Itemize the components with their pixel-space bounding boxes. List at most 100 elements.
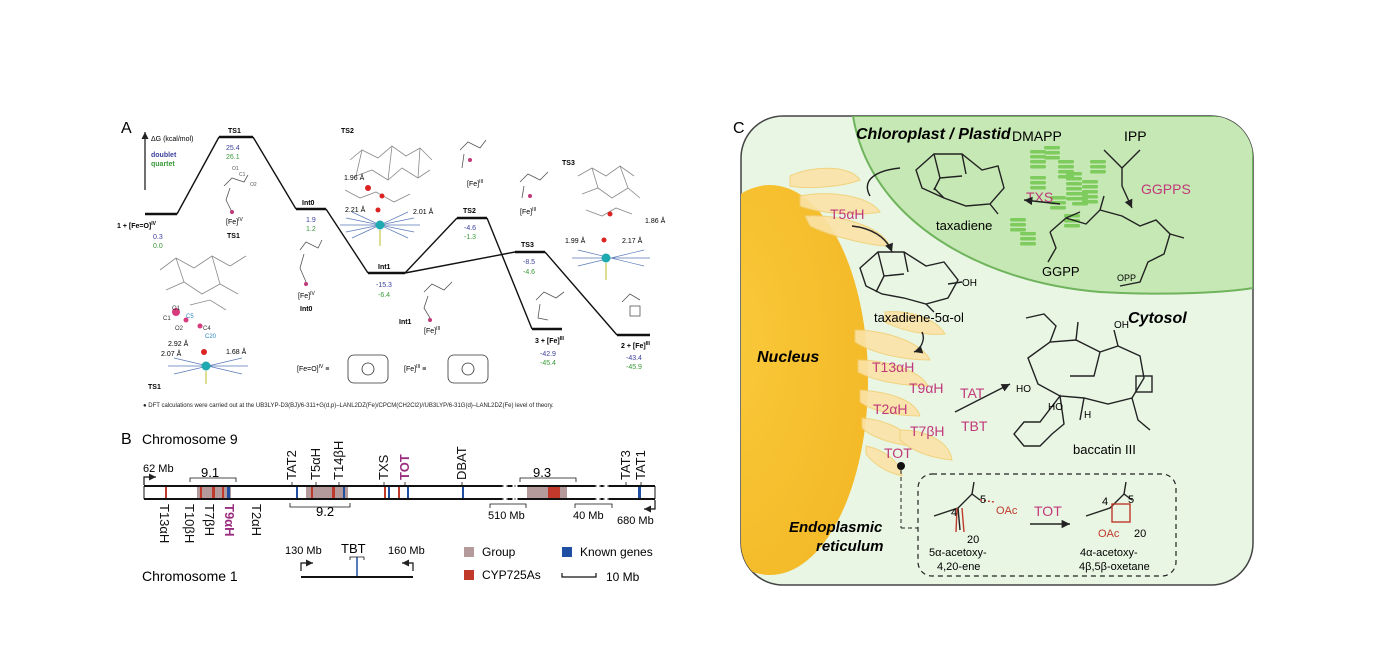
sub-oac: OAc bbox=[996, 505, 1018, 517]
fe-iv-label: [Fe]IV bbox=[226, 217, 243, 226]
ts1-c5: C5 bbox=[186, 314, 194, 320]
gene-label-t2αh: T2αH bbox=[249, 504, 264, 536]
start-name: 1 + [Fe=O]IV bbox=[117, 221, 157, 230]
thylakoid-disc bbox=[1030, 176, 1046, 180]
tat-label: TAT bbox=[960, 385, 985, 401]
start-arrow bbox=[143, 473, 156, 485]
taxadiene5ol-oh: OH bbox=[962, 278, 977, 289]
thylakoid-disc bbox=[1072, 197, 1088, 201]
legend-cyp: CYP725As bbox=[482, 568, 541, 582]
int1-name: Int1 bbox=[378, 264, 391, 271]
thylakoid-disc bbox=[1072, 202, 1088, 206]
tat-tbt-arrow bbox=[954, 383, 1011, 413]
ts1-quartet: 26.1 bbox=[226, 154, 240, 161]
ts3-name: TS3 bbox=[521, 242, 534, 249]
thylakoid-disc bbox=[1058, 160, 1074, 164]
thylakoid-disc bbox=[1090, 170, 1106, 174]
cluster-91: 9.1 bbox=[201, 465, 219, 480]
ts3-quartet: -4.6 bbox=[523, 269, 535, 276]
panel-a: A ΔG (kcal/mol) doublet quartet bbox=[117, 120, 666, 409]
sub-n4: 4 bbox=[951, 507, 957, 519]
gene-label-t10βh: T10βH bbox=[182, 504, 197, 543]
prod-n20: 20 bbox=[1134, 528, 1146, 540]
sub-name-2: 4,20-ene bbox=[937, 561, 980, 573]
enzyme-label-t2αh: T2αH bbox=[873, 401, 908, 417]
ts2-dist-a: 1.96 Å bbox=[344, 173, 365, 182]
gene-label-t7βh: T7βH bbox=[202, 504, 217, 536]
ts1-dist-a: 2.92 Å bbox=[168, 339, 189, 348]
thylakoid-disc bbox=[1044, 156, 1060, 160]
p2-quartet: -45.9 bbox=[626, 364, 642, 371]
ts2-dist-b: 2.21 Å bbox=[345, 205, 366, 214]
ggpp-label: GGPP bbox=[1042, 264, 1080, 279]
ts2-3d-structure: TS2 1.96 Å 2.21 Å 2.01 Å bbox=[340, 128, 434, 246]
inset-substrate bbox=[933, 481, 995, 533]
ts2-oxo-atom bbox=[375, 207, 381, 213]
legend-known-swatch bbox=[562, 547, 572, 557]
gene-label-tat3: TAT3 bbox=[618, 450, 633, 480]
gene-label-tot: TOT bbox=[397, 454, 412, 480]
thylakoid-disc bbox=[1020, 242, 1036, 246]
enzyme-label-tot: TOT bbox=[884, 445, 912, 461]
enzyme-label-t7βh: T7βH bbox=[910, 423, 945, 439]
ts1-c4: C4 bbox=[203, 326, 211, 332]
start-doublet: 0.3 bbox=[153, 234, 163, 241]
ts2-fe-label: [Fe]III bbox=[467, 179, 483, 188]
ts2-doublet: -4.6 bbox=[464, 225, 476, 232]
sub-name-1: 5α-acetoxy- bbox=[929, 547, 987, 559]
taxadiene-5ol-structure bbox=[859, 251, 963, 313]
ts1-struct-label-top: TS1 bbox=[227, 233, 240, 240]
baccatin-structure bbox=[1013, 313, 1153, 447]
gene-label-tat1: TAT1 bbox=[633, 450, 648, 480]
gene-label-t13αh: T13αH bbox=[157, 504, 172, 543]
er-label-line1: Endoplasmic bbox=[789, 519, 883, 536]
thylakoid-disc bbox=[1030, 160, 1046, 164]
ts3-fe-label: [Fe]III bbox=[520, 207, 536, 216]
porph-eq2-label: [Fe]III ≡ bbox=[404, 364, 426, 373]
int1-quartet: -6.4 bbox=[378, 292, 390, 299]
er-stacks bbox=[789, 167, 953, 477]
thylakoid-disc bbox=[1050, 206, 1066, 210]
ts1-schematic: O1 C1 O2 bbox=[223, 166, 257, 214]
thylakoid-disc bbox=[1044, 146, 1060, 150]
ts1-dist-c: 1.68 Å bbox=[226, 347, 247, 356]
legend-group-swatch bbox=[464, 547, 474, 557]
panel-c: C Chloroplast / Plastid Cytosol N bbox=[733, 115, 1254, 586]
baccatin-label: baccatin III bbox=[1073, 442, 1136, 457]
thylakoid-stacks bbox=[1010, 146, 1106, 246]
txs-arrow bbox=[1023, 196, 1061, 206]
nucleus bbox=[741, 185, 868, 575]
tot-dot bbox=[897, 462, 905, 470]
thylakoid-disc bbox=[1082, 185, 1098, 189]
level-labels: 1 + [Fe=O]IV 0.3 0.0 TS1 25.4 26.1 Int0 … bbox=[117, 128, 650, 371]
ts2-struct-title: TS2 bbox=[341, 128, 354, 135]
int0-struct-label: Int0 bbox=[300, 306, 313, 313]
thylakoid-disc bbox=[1090, 160, 1106, 164]
ts3-dist-a: 1.86 Å bbox=[645, 216, 666, 225]
thylakoid-disc bbox=[1082, 180, 1098, 184]
gene-label-txs: TXS bbox=[376, 454, 391, 480]
ts3-3d-structure: TS3 1.86 Å 1.99 Å 2.17 Å bbox=[562, 160, 666, 280]
enzyme-label-t9αh: T9αH bbox=[909, 380, 944, 396]
start-mb: 62 Mb bbox=[143, 463, 174, 475]
ts1-fe-atom bbox=[201, 361, 211, 371]
int0-schematic bbox=[299, 239, 323, 286]
thylakoid-disc bbox=[1010, 223, 1026, 227]
opp-label: OPP bbox=[1117, 273, 1136, 283]
thylakoid-disc bbox=[1072, 192, 1088, 196]
break-dashes bbox=[502, 485, 609, 500]
thylakoid-disc bbox=[1064, 224, 1080, 228]
ggpps-label: GGPPS bbox=[1141, 181, 1191, 197]
ts2-quartet: -1.3 bbox=[464, 234, 476, 241]
connectors bbox=[176, 136, 618, 336]
baccatin-oh: OH bbox=[1114, 320, 1129, 331]
gene-label-t14βh: T14βH bbox=[331, 441, 346, 480]
ts2-fe-atom bbox=[375, 220, 385, 230]
ts3-dist-c: 2.17 Å bbox=[622, 236, 643, 245]
scale-bar bbox=[561, 573, 597, 578]
gene-label-dbat: DBAT bbox=[454, 446, 469, 480]
t5ah-label: T5αH bbox=[830, 206, 865, 222]
prod-n4: 4 bbox=[1102, 496, 1108, 508]
